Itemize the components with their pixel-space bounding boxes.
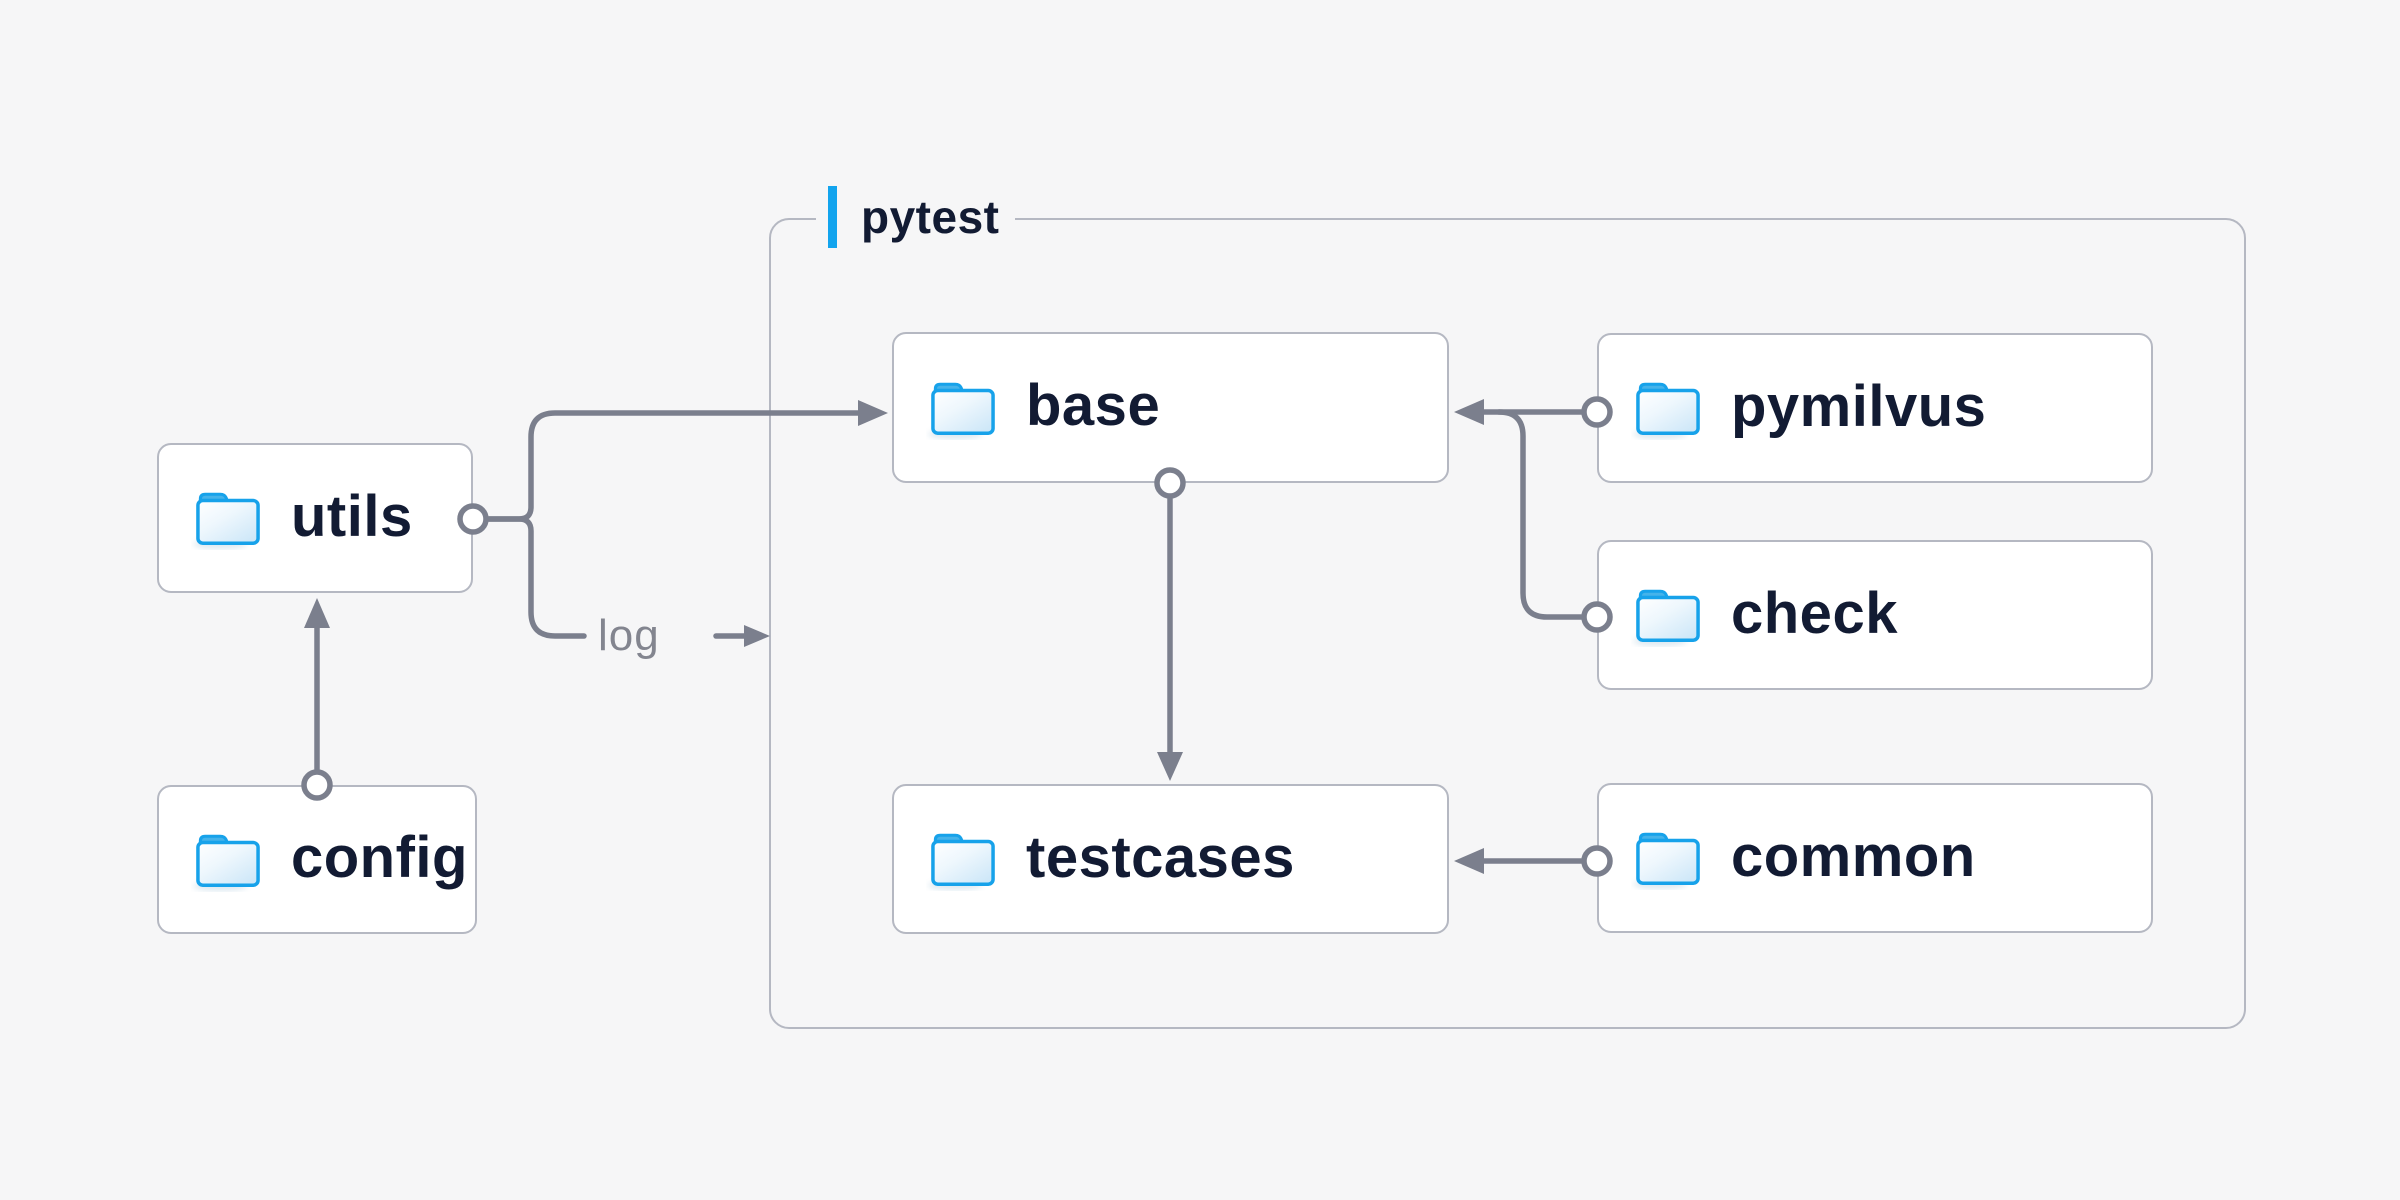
folder-icon: [1631, 376, 1705, 440]
folder-icon: [926, 376, 1000, 440]
folder-icon: [926, 827, 1000, 891]
node-base: base: [892, 332, 1449, 483]
edge-label-log: log: [598, 611, 660, 660]
edge-utils-log-branch: [457, 503, 587, 639]
node-label: pymilvus: [1731, 373, 1987, 439]
folder-icon: [1631, 583, 1705, 647]
node-label: base: [1026, 373, 1161, 438]
group-label-text: pytest: [861, 191, 1000, 243]
node-common: common: [1597, 783, 2153, 933]
node-pymilvus: pymilvus: [1597, 333, 2153, 483]
arrowhead-right: [744, 625, 770, 647]
edge-config-to-utils: [301, 598, 333, 801]
node-label: config: [291, 825, 468, 890]
node-utils: utils: [157, 443, 473, 593]
folder-icon: [191, 486, 265, 550]
node-label: testcases: [1026, 824, 1295, 890]
node-label: utils: [291, 483, 413, 549]
node-config: config: [157, 785, 477, 934]
arrowhead-up: [304, 598, 330, 628]
accent-bar: [828, 186, 837, 248]
node-label: common: [1731, 823, 1976, 889]
folder-icon: [1631, 826, 1705, 890]
node-label: check: [1731, 580, 1898, 646]
pytest-group-box: [769, 218, 2246, 1029]
node-check: check: [1597, 540, 2153, 690]
pytest-group-label: pytest: [816, 184, 1016, 250]
folder-icon: [191, 828, 265, 892]
node-testcases: testcases: [892, 784, 1449, 934]
edge-log-to-pytest-group: [713, 625, 770, 647]
